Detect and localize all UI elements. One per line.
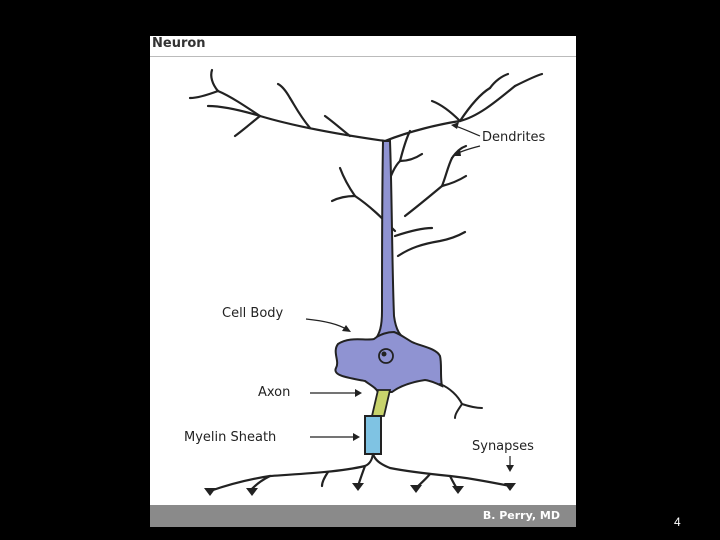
axon: [370, 389, 392, 417]
label-cell-body: Cell Body: [222, 306, 284, 321]
credit-text: B. Perry, MD: [482, 509, 560, 522]
label-axon: Axon: [258, 385, 291, 400]
nucleus: [378, 348, 394, 364]
figure-title: Neuron: [152, 36, 206, 51]
label-arrows: [305, 125, 511, 468]
title-divider: [150, 56, 576, 57]
slide-number: 4: [674, 515, 681, 529]
myelin-sheath: [364, 415, 382, 455]
label-myelin-sheath: Myelin Sheath: [184, 430, 277, 445]
neuron-diagram: [188, 68, 544, 496]
credit-bar: B. Perry, MD: [150, 505, 576, 527]
nucleolus: [381, 351, 387, 357]
dendrites: [188, 68, 544, 258]
label-dendrites: Dendrites: [482, 130, 546, 145]
neuron-figure: Neuron Dendrites Cell Body Axon Myelin S…: [150, 36, 576, 527]
synapse-terminals: [204, 483, 516, 496]
label-synapses: Synapses: [472, 439, 534, 454]
dendrite-trunk: [371, 140, 412, 342]
arrow-heads: [342, 122, 514, 472]
